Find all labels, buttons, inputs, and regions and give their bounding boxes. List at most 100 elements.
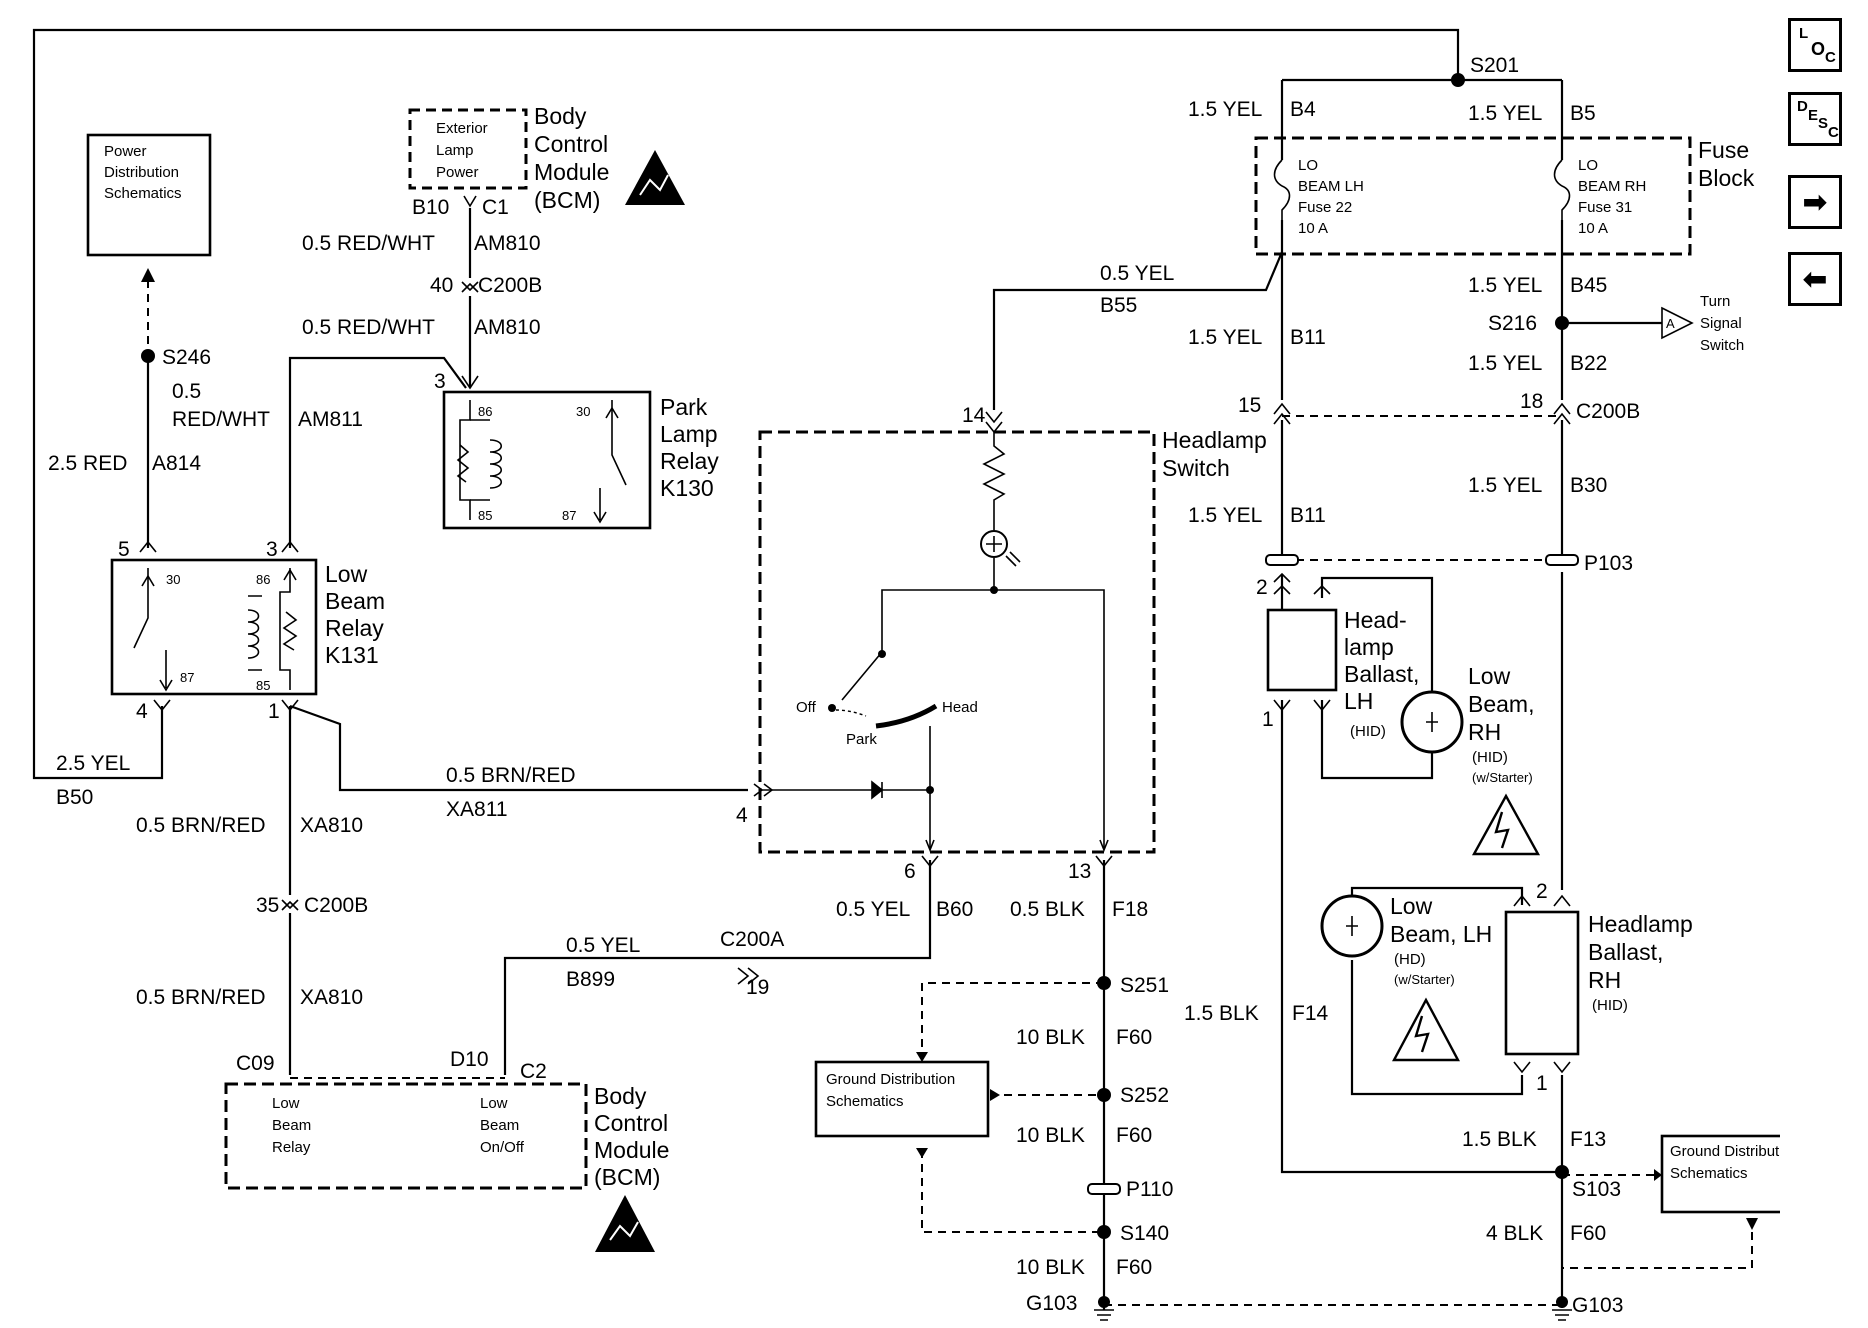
svg-text:Beam, LH: Beam, LH	[1390, 921, 1492, 947]
svg-text:1.5 YEL: 1.5 YEL	[1188, 504, 1262, 527]
svg-text:0.5 YEL: 0.5 YEL	[566, 934, 640, 957]
svg-text:C200A: C200A	[720, 928, 784, 951]
svg-text:Ground Distribution: Ground Distribution	[1670, 1143, 1780, 1160]
svg-text:2.5 RED: 2.5 RED	[48, 452, 127, 475]
svg-text:Block: Block	[1698, 165, 1755, 191]
bcm-top[interactable]: Exterior Lamp Power Body Control Module …	[408, 103, 685, 219]
svg-text:Relay: Relay	[325, 615, 384, 641]
high-voltage-warning-icon	[1392, 997, 1460, 1062]
ground-distribution-left[interactable]: Ground Distribution Schematics	[814, 1052, 1000, 1158]
svg-text:Head-: Head-	[1344, 607, 1407, 633]
svg-text:Fuse: Fuse	[1698, 137, 1749, 163]
svg-text:F60: F60	[1116, 1256, 1152, 1279]
svg-text:0.5: 0.5	[172, 380, 201, 403]
svg-text:C200B: C200B	[1576, 400, 1640, 423]
low-beam-relay[interactable]: 5 3 30 86 87 85 Low Beam Relay K131 4 1	[110, 538, 385, 723]
svg-text:Low: Low	[272, 1095, 300, 1112]
svg-text:Beam: Beam	[480, 1117, 519, 1134]
power-distribution-box[interactable]: Power Distribution Schematics	[86, 133, 212, 282]
svg-text:0.5 BRN/RED: 0.5 BRN/RED	[136, 986, 266, 1009]
wire-am811	[288, 356, 467, 548]
arrow-up-icon	[141, 268, 155, 282]
svg-text:10 A: 10 A	[1578, 220, 1608, 237]
splice-s246	[141, 349, 155, 363]
svg-text:BEAM RH: BEAM RH	[1578, 178, 1646, 195]
svg-text:Exterior: Exterior	[436, 120, 488, 137]
dashed-lines	[147, 280, 1753, 1306]
svg-text:(w/Starter): (w/Starter)	[1472, 770, 1533, 785]
turn-signal-switch[interactable]: A Turn Signal Switch	[1661, 293, 1744, 354]
svg-text:0.5 BRN/RED: 0.5 BRN/RED	[136, 814, 266, 837]
splice-s251	[1097, 976, 1111, 990]
svg-text:0.5 BLK: 0.5 BLK	[1010, 898, 1085, 921]
svg-text:0.5 RED/WHT: 0.5 RED/WHT	[302, 232, 435, 255]
svg-text:10 BLK: 10 BLK	[1016, 1256, 1085, 1279]
svg-text:LH: LH	[1344, 688, 1373, 714]
svg-text:Power: Power	[436, 164, 479, 181]
svg-text:1: 1	[1536, 1072, 1548, 1095]
svg-text:(HID): (HID)	[1350, 723, 1386, 740]
svg-text:S251: S251	[1120, 974, 1169, 997]
svg-text:F60: F60	[1116, 1026, 1152, 1049]
low-beam-rh[interactable]: Low Beam, RH (HID) (w/Starter)	[1400, 663, 1541, 856]
svg-text:2: 2	[1256, 576, 1268, 599]
svg-text:Ground Distribution: Ground Distribution	[826, 1071, 955, 1088]
svg-text:18: 18	[1520, 390, 1543, 413]
svg-text:Headlamp: Headlamp	[1588, 911, 1693, 937]
svg-text:Low: Low	[325, 561, 368, 587]
wire-lh-ballast-top	[1320, 576, 1434, 692]
bcm-bottom[interactable]: C09 D10 C2 Low Beam Relay Low Beam On/Of…	[224, 1048, 669, 1252]
svg-text:13: 13	[1068, 860, 1091, 883]
svg-text:(HD): (HD)	[1394, 951, 1426, 968]
low-beam-lh[interactable]: Low Beam, LH (HD) (w/Starter)	[1320, 893, 1492, 1062]
connector-c200b-40	[461, 281, 479, 293]
svg-text:Switch: Switch	[1162, 455, 1230, 481]
wire-b899	[503, 860, 932, 1075]
location-button[interactable]: L O C	[1788, 18, 1842, 72]
svg-text:2.5 YEL: 2.5 YEL	[56, 752, 130, 775]
ground-distribution-right[interactable]: Ground Distribution Schematics	[1654, 1134, 1780, 1230]
svg-text:B5: B5	[1570, 102, 1596, 125]
description-button[interactable]: D E S C	[1788, 92, 1842, 146]
svg-text:15: 15	[1238, 394, 1261, 417]
headlamp-ballast-rh[interactable]: 2 1 Headlamp Ballast, RH (HID)	[1504, 880, 1693, 1095]
svg-text:Lamp: Lamp	[660, 421, 718, 447]
svg-text:Turn: Turn	[1700, 293, 1730, 310]
svg-text:Park: Park	[660, 394, 708, 420]
svg-text:S216: S216	[1488, 312, 1537, 335]
svg-text:Ballast,: Ballast,	[1344, 661, 1419, 687]
svg-text:B50: B50	[56, 786, 93, 809]
high-voltage-warning-icon	[1471, 793, 1541, 856]
svg-text:1.5 YEL: 1.5 YEL	[1468, 474, 1542, 497]
svg-text:3: 3	[434, 370, 446, 393]
svg-text:XA810: XA810	[300, 814, 363, 837]
svg-text:Off: Off	[796, 699, 817, 716]
dash-gds-right	[1562, 1218, 1753, 1269]
svg-text:1.5 BLK: 1.5 BLK	[1184, 1002, 1259, 1025]
svg-text:S246: S246	[162, 346, 211, 369]
svg-text:1: 1	[268, 700, 280, 723]
svg-text:85: 85	[256, 678, 270, 693]
previous-page-button[interactable]: ⬅	[1788, 252, 1842, 306]
right-arrow-icon: ➡	[1802, 184, 1828, 220]
svg-text:Schematics: Schematics	[826, 1093, 904, 1110]
svg-text:XA811: XA811	[446, 798, 508, 821]
fuse-block[interactable]: LO BEAM LH Fuse 22 10 A LO BEAM RH Fuse …	[1254, 136, 1755, 256]
park-lamp-relay[interactable]: 3 86 30 85 87 Park Lamp Relay K130	[434, 370, 719, 530]
wire-b55	[992, 251, 1284, 410]
next-page-button[interactable]: ➡	[1788, 175, 1842, 229]
svg-text:K131: K131	[325, 642, 379, 668]
headlamp-switch[interactable]: 14 Off Park Head 4 6 13 Headlamp Switch	[736, 404, 1267, 883]
svg-text:XA810: XA810	[300, 986, 363, 1009]
wire-lh-lamp-bot	[1350, 960, 1524, 1096]
headlamp-ballast-lh[interactable]: 2 1 Head- lamp Ballast, LH (HID)	[1256, 572, 1419, 740]
svg-text:C200B: C200B	[304, 894, 368, 917]
svg-text:(HID): (HID)	[1472, 749, 1508, 766]
splice-s103	[1555, 1165, 1569, 1179]
svg-text:Ballast,: Ballast,	[1588, 939, 1663, 965]
svg-text:Switch: Switch	[1700, 337, 1744, 354]
svg-text:G103: G103	[1026, 1292, 1077, 1315]
svg-text:F60: F60	[1116, 1124, 1152, 1147]
svg-text:1.5 YEL: 1.5 YEL	[1468, 102, 1542, 125]
esd-warning-icon	[625, 150, 685, 205]
